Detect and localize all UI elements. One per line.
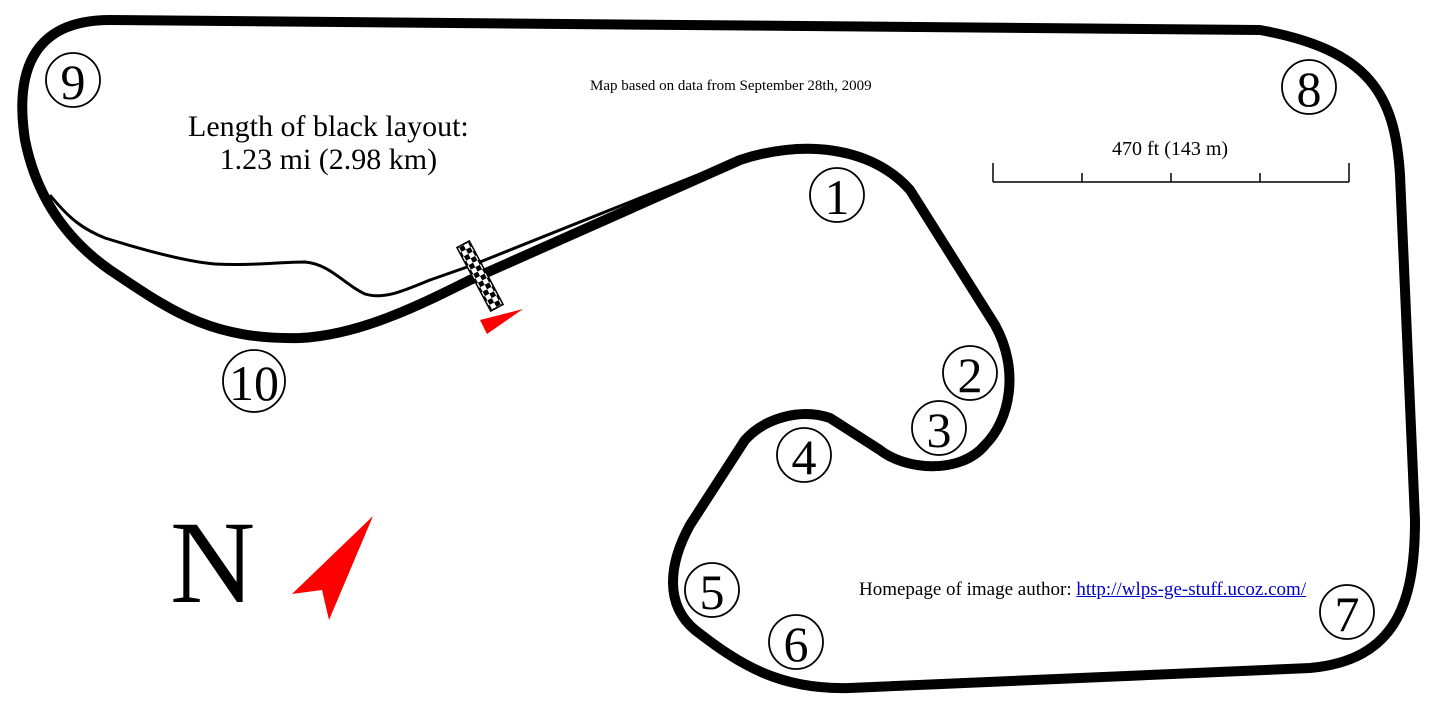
turn-marker-6: 6 <box>768 614 824 672</box>
turn-label: 5 <box>700 564 725 620</box>
turn-marker-8: 8 <box>1281 59 1337 117</box>
turn-marker-1: 1 <box>809 167 865 225</box>
scale-bar <box>992 163 1350 183</box>
turn-marker-2: 2 <box>942 345 998 403</box>
data-source-note: Map based on data from September 28th, 2… <box>590 78 872 94</box>
turn-marker-3: 3 <box>911 400 967 458</box>
homepage-label: Homepage of image author: <box>859 579 1072 600</box>
turn-label: 4 <box>792 429 817 485</box>
layout-length-value: 1.23 mi (2.98 km) <box>219 143 438 176</box>
turn-marker-4: 4 <box>776 427 832 485</box>
turn-label: 7 <box>1335 586 1360 642</box>
turn-marker-7: 7 <box>1319 584 1375 642</box>
turn-label: 1 <box>825 169 850 225</box>
alternate-track <box>48 147 831 298</box>
scale-label: 470 ft (143 m) <box>1112 138 1229 160</box>
north-label: N <box>170 497 256 628</box>
author-homepage: Homepage of image author: http://wlps-ge… <box>859 579 1306 601</box>
direction-arrow-icon <box>480 309 523 334</box>
turn-label: 2 <box>958 347 983 403</box>
turn-label: 9 <box>61 54 86 110</box>
checkered-flag-icon <box>455 239 505 313</box>
homepage-link[interactable]: http://wlps-ge-stuff.ucoz.com/ <box>1076 579 1307 600</box>
turn-marker-10: 10 <box>222 349 286 413</box>
turn-label: 10 <box>229 355 279 411</box>
layout-length: Length of black layout: 1.23 mi (2.98 km… <box>188 110 469 176</box>
turn-marker-5: 5 <box>684 562 740 620</box>
main-track <box>17 15 1420 694</box>
turn-label: 3 <box>927 402 952 458</box>
layout-length-title: Length of black layout: <box>188 110 469 143</box>
turn-label: 8 <box>1297 61 1322 117</box>
turn-label: 6 <box>784 616 809 672</box>
north-arrow-icon <box>292 516 373 620</box>
turn-marker-9: 9 <box>45 52 101 110</box>
